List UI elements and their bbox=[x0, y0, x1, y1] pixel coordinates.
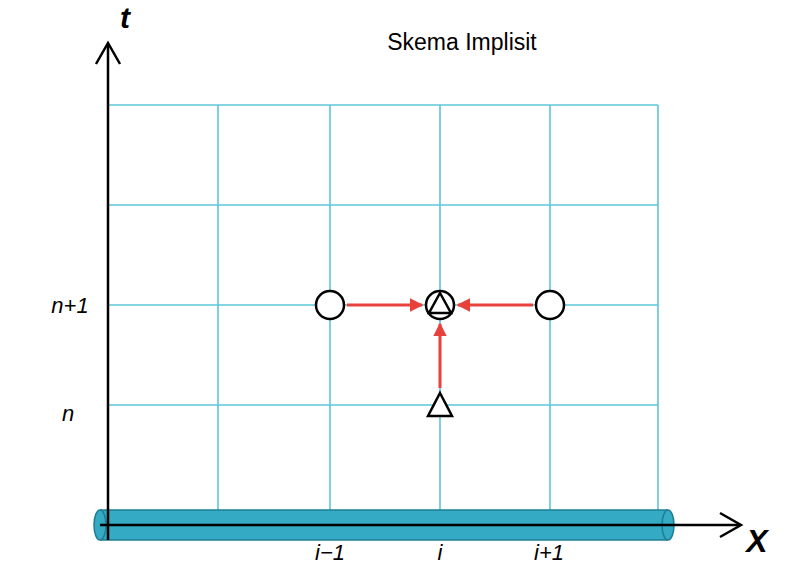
axis-label: X bbox=[746, 525, 767, 557]
time-level-label: n+1 bbox=[51, 295, 88, 317]
stencil-points bbox=[316, 291, 564, 416]
space-index-label: i+1 bbox=[534, 542, 564, 564]
axes bbox=[96, 43, 741, 540]
diagram-title: Skema Implisit bbox=[387, 31, 537, 54]
space-index-label: i bbox=[438, 542, 443, 564]
axis-label: t bbox=[120, 3, 130, 33]
space-index-label: i−1 bbox=[315, 542, 345, 564]
time-level-label: n bbox=[62, 403, 74, 425]
grid-lines bbox=[108, 105, 658, 510]
